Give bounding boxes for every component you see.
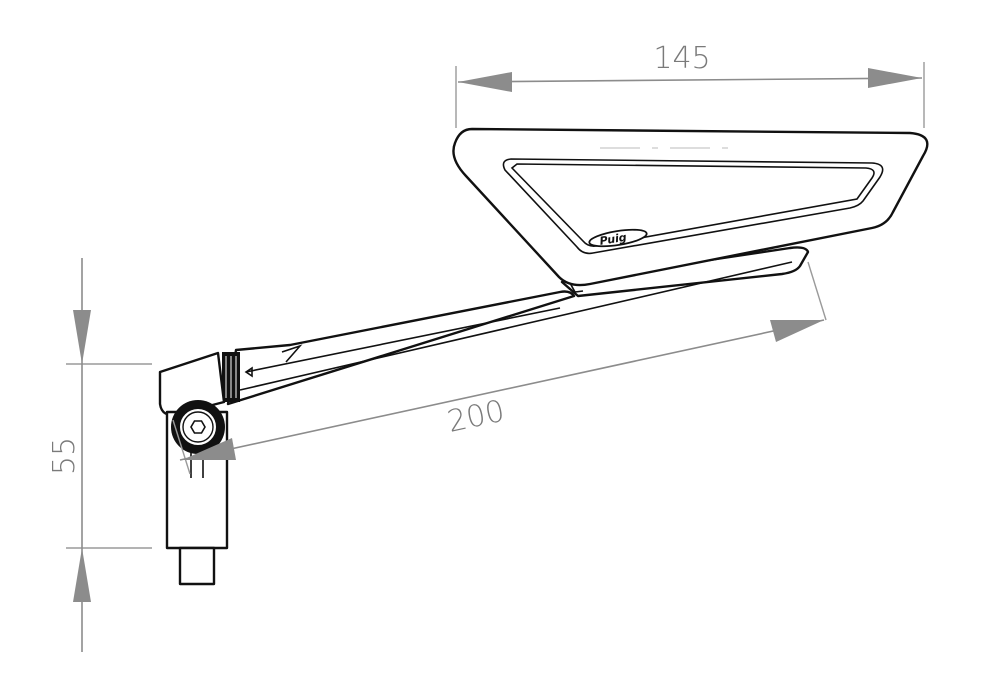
logo-badge: Puig [588,228,648,248]
width-dimension: 145 [455,41,925,128]
arm-extension-left [172,419,191,475]
height-arrow-top [73,310,91,364]
logo-text: Puig [599,231,628,248]
width-dimension-line [457,77,923,83]
height-dimension: 55 [47,258,152,652]
arm-indicator [244,366,253,378]
arm-arrow-left [182,438,236,460]
bolt-hex-socket [190,420,206,434]
mirror-arm [222,261,793,406]
arm-extension-right [807,261,827,321]
arm-body [226,290,576,406]
arm-taper-line [281,344,303,363]
width-arrow-right [868,68,922,88]
arm-dimension-line [179,319,825,461]
arm-lower-edge [239,261,793,391]
mount-assembly [158,351,229,586]
head-mount-neck [569,282,584,293]
mirror-glass-inner-edge [510,163,875,247]
mount-thread [178,546,216,586]
mirror-head: Puig [452,127,929,298]
mirror-underside [560,246,810,298]
mirror-glass [502,158,884,255]
arm-arrow-right [770,320,824,342]
width-arrow-left [458,72,512,92]
height-dimension-label: 55 [47,437,82,475]
width-dimension-label: 145 [653,41,710,76]
arm-upper-edge [245,307,561,373]
mirror-housing [452,127,929,287]
knurl-lines [225,356,237,398]
height-arrow-bottom [73,548,91,602]
